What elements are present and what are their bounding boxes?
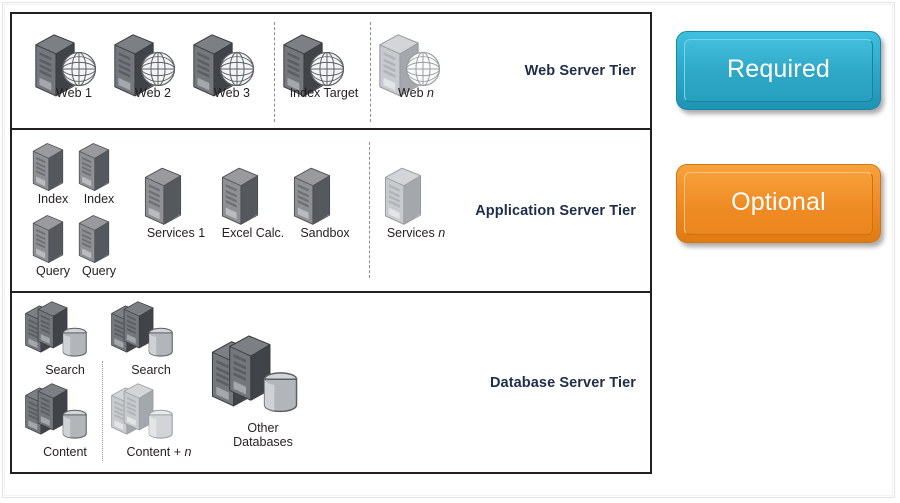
node-label-line2: Databases <box>233 435 293 449</box>
node-label: Search <box>131 363 171 377</box>
legend-required-inner-bevel <box>684 39 873 102</box>
node-label: Content + n <box>110 445 208 459</box>
node-label: Web 3 <box>214 86 250 100</box>
node-label: Query <box>81 264 117 278</box>
node-label: Excel Calc. <box>221 226 285 240</box>
tier-web-divider-1 <box>274 22 275 122</box>
tier-label-web: Web Server Tier <box>524 63 636 79</box>
app-server-icon <box>144 166 182 225</box>
node-web-n[interactable]: Web n <box>378 30 454 100</box>
node-query-b[interactable]: Query <box>72 212 126 278</box>
node-label-line1: Other <box>247 421 279 435</box>
legend-optional-button[interactable]: Optional <box>676 164 881 243</box>
tier-label-application: Application Server Tier <box>475 202 636 219</box>
app-server-icon <box>78 142 110 191</box>
database-server-icon <box>24 383 90 445</box>
web-server-icon-optional <box>379 34 441 97</box>
node-label: Query <box>35 264 71 278</box>
legend-optional-label: Optional <box>731 188 826 216</box>
database-server-icon-optional <box>110 383 176 445</box>
database-server-icon <box>24 301 90 363</box>
node-services-1[interactable]: Services 1 <box>138 164 214 240</box>
tier-app-divider-1 <box>369 142 370 278</box>
node-sandbox[interactable]: Sandbox <box>287 164 363 240</box>
page-frame-inner <box>4 4 893 496</box>
database-server-icon-large <box>210 335 302 421</box>
node-label: Search <box>45 363 85 377</box>
node-label: Index <box>37 192 69 206</box>
node-label: Web 1 <box>56 86 92 100</box>
web-server-icon <box>35 34 97 97</box>
node-services-n[interactable]: Services n <box>378 164 454 240</box>
node-search-a[interactable]: Search <box>24 301 106 377</box>
node-web-3[interactable]: Web 3 <box>192 30 272 100</box>
tier-db-divider-1 <box>102 361 103 461</box>
tier-diagram: Web 1 Web 2 Web 3 <box>10 12 652 474</box>
node-index-b[interactable]: Index <box>72 140 126 206</box>
node-index-a[interactable]: Index <box>26 140 80 206</box>
tier-database-server: Search Search Content Content + n <box>12 293 650 472</box>
web-server-icon <box>114 34 176 97</box>
node-label: Content <box>43 445 87 459</box>
app-server-icon <box>32 142 64 191</box>
tier-web-divider-2 <box>370 22 371 122</box>
node-index-target[interactable]: Index Target <box>282 30 366 100</box>
node-label-variable: n <box>184 445 192 459</box>
node-label: Services n <box>378 226 454 240</box>
node-label-variable: n <box>438 226 446 240</box>
node-label: Index Target <box>289 86 359 100</box>
node-content[interactable]: Content <box>24 383 106 459</box>
node-label: Web n <box>378 86 454 100</box>
app-server-icon-optional <box>384 167 422 225</box>
app-server-icon <box>78 214 110 263</box>
node-label-text: Web <box>398 86 427 100</box>
node-search-b[interactable]: Search <box>110 301 192 377</box>
node-web-2[interactable]: Web 2 <box>113 30 193 100</box>
node-web-1[interactable]: Web 1 <box>34 30 114 100</box>
tier-web-server: Web 1 Web 2 Web 3 <box>12 14 650 130</box>
web-server-icon <box>283 34 345 97</box>
tier-application-server: Index Index Query Query <box>12 130 650 293</box>
legend-required-button[interactable]: Required <box>676 31 881 110</box>
web-server-icon <box>193 34 255 97</box>
node-label-text: Services <box>386 226 439 240</box>
node-excel-calc[interactable]: Excel Calc. <box>215 164 291 240</box>
node-other-databases[interactable]: Other Databases <box>210 335 316 449</box>
app-server-icon <box>32 214 64 263</box>
node-label: Index <box>83 192 115 206</box>
node-label-text: Content + <box>126 445 185 459</box>
app-server-icon <box>293 166 331 225</box>
app-server-icon <box>221 166 259 225</box>
legend-optional-inner-bevel <box>684 172 873 235</box>
node-label-variable: n <box>427 86 434 100</box>
node-content-n[interactable]: Content + n <box>110 383 208 459</box>
page-frame-outer <box>2 2 895 498</box>
database-server-icon <box>110 301 176 363</box>
tier-label-database: Database Server Tier <box>489 374 636 391</box>
node-label: Web 2 <box>135 86 171 100</box>
legend-required-label: Required <box>726 55 831 83</box>
node-query-a[interactable]: Query <box>26 212 80 278</box>
node-label: Services 1 <box>146 226 206 240</box>
node-label: Sandbox <box>300 226 350 240</box>
